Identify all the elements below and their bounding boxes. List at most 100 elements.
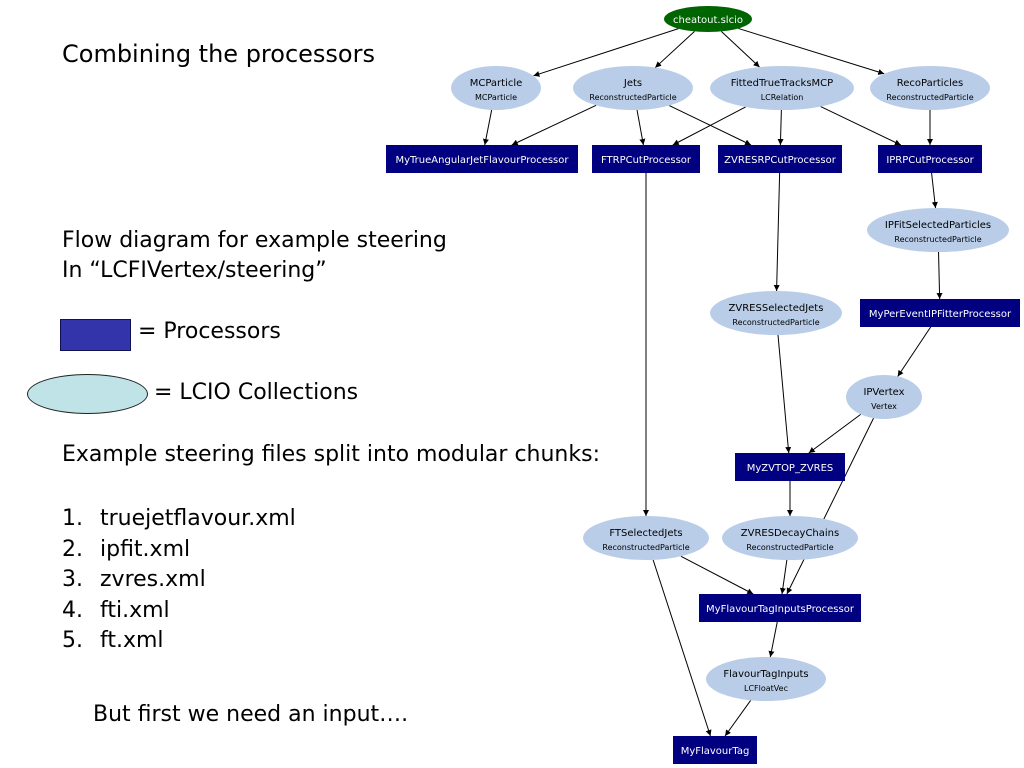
collection-type-label: LCRelation [761, 93, 804, 102]
list-number: 3. [62, 567, 83, 593]
processor-label: FTRPCutProcessor [601, 155, 692, 166]
collection-ellipse [583, 516, 709, 560]
node-myflavourinputs: MyFlavourTagInputsProcessor [699, 594, 861, 622]
collection-ellipse [706, 657, 826, 701]
edge-fittedtrue-to-iprpcut [820, 106, 902, 146]
node-cheatout: cheatout.slcio [664, 6, 752, 32]
collection-label: MCParticle [470, 78, 523, 89]
legend-processor-swatch [60, 319, 131, 351]
collection-label: FlavourTagInputs [723, 669, 808, 680]
processor-label: ZVRESRPCutProcessor [724, 155, 837, 166]
collection-label: FittedTrueTracksMCP [731, 78, 833, 89]
collection-type-label: LCFloatVec [744, 684, 788, 693]
collection-label: cheatout.slcio [673, 15, 743, 26]
processor-box [386, 145, 578, 173]
edge-myperevent-to-ipvertex [897, 326, 932, 377]
node-mytrueangular: MyTrueAngularJetFlavourProcessor [386, 145, 578, 173]
list-file: truejetflavour.xml [100, 506, 296, 531]
footer-note: But first we need an input…. [93, 702, 409, 727]
edge-ipvertex-to-myzvtop [808, 413, 861, 454]
node-myflavourtag: MyFlavourTag [673, 736, 757, 764]
processor-label: MyPerEventIPFitterProcessor [869, 309, 1012, 320]
list-item: 3. zvres.xml [62, 565, 296, 596]
list-item: 5.ft.xml [62, 626, 296, 657]
collection-type-label: ReconstructedParticle [886, 93, 973, 102]
edge-cheatout-to-fittedtrue [720, 31, 760, 68]
edge-cheatout-to-mcparticle [533, 28, 679, 77]
edge-zvresrpcut-to-zvresselectedjets [773, 172, 781, 292]
collection-ellipse [870, 66, 990, 110]
edge-jets-to-ftrpcut [636, 109, 646, 146]
collection-ellipse [573, 66, 693, 110]
input-file-ellipse [664, 6, 752, 32]
list-item: 4. fti.xml [62, 596, 296, 627]
list-number: 1. [62, 506, 83, 531]
collection-ellipse [451, 66, 541, 110]
list-file: ipfit.xml [100, 536, 191, 562]
collection-label: ZVRESSelectedJets [729, 303, 824, 314]
list-file: zvres.xml [100, 567, 206, 593]
edge-ipvertex-to-myflavourinputs [786, 417, 875, 595]
node-ftrpcut: FTRPCutProcessor [592, 145, 700, 173]
edge-mcparticle-to-mytrueangular [482, 109, 493, 146]
edge-fittedtrue-to-ftrpcut [672, 106, 746, 146]
list-item: 2. ipfit.xml [62, 535, 296, 566]
edge-ftselectedjets-to-myflavourinputs [680, 555, 754, 595]
collection-ellipse [722, 516, 858, 560]
node-ipfitselected: IPFitSelectedParticlesReconstructedParti… [867, 208, 1009, 252]
description-line-2: In “LCFIVertex/steering” [62, 258, 327, 283]
chunks-list: 1. truejetflavour.xml 2. ipfit.xml 3. zvres… [62, 504, 296, 657]
collection-label: FTSelectedJets [609, 528, 682, 539]
processor-box [735, 453, 845, 481]
collection-ellipse [710, 291, 842, 335]
list-item: 1. truejetflavour.xml [62, 504, 296, 535]
node-myperevent: MyPerEventIPFitterProcessor [860, 299, 1020, 327]
processor-label: MyFlavourTagInputsProcessor [706, 604, 855, 615]
collection-type-label: ReconstructedParticle [602, 543, 689, 552]
nodes-layer: cheatout.slcioMCParticleMCParticleJetsRe… [386, 6, 1020, 764]
edge-myflavourinputs-to-flavourtaginputs [768, 621, 778, 658]
edges-layer [482, 27, 943, 737]
processor-box [699, 594, 861, 622]
legend-processors-label: = Processors [138, 319, 281, 344]
collection-type-label: Vertex [871, 402, 897, 411]
processor-box [878, 145, 982, 173]
node-iprpcut: IPRPCutProcessor [878, 145, 982, 173]
chunks-heading: Example steering files split into modula… [62, 442, 600, 467]
edge-ipfitselected-to-myperevent [936, 251, 943, 300]
edge-fittedtrue-to-zvresrpcut [777, 109, 784, 146]
collection-ellipse [846, 375, 922, 419]
processor-label: IPRPCutProcessor [886, 155, 974, 166]
description-line-1: Flow diagram for example steering [62, 228, 447, 253]
processor-box [718, 145, 842, 173]
collection-type-label: ReconstructedParticle [746, 543, 833, 552]
node-myzvtop: MyZVTOP_ZVRES [735, 453, 845, 481]
edge-zvresselectedjets-to-myzvtop [777, 334, 792, 454]
collection-type-label: ReconstructedParticle [894, 235, 981, 244]
list-number: 2. [62, 536, 83, 562]
slide-title: Combining the processors [62, 40, 375, 68]
node-zvresrpcut: ZVRESRPCutProcessor [718, 145, 842, 173]
list-file: fti.xml [100, 597, 170, 623]
processor-label: MyZVTOP_ZVRES [747, 463, 834, 474]
collection-label: IPVertex [863, 387, 904, 398]
edge-ftselectedjets-to-myflavourtag [652, 559, 712, 737]
collection-label: RecoParticles [897, 78, 963, 89]
legend-collection-swatch [27, 374, 148, 414]
processor-box [860, 299, 1020, 327]
node-fittedtrue: FittedTrueTracksMCP LCRelation [710, 66, 854, 110]
collection-ellipse [867, 208, 1009, 252]
legend-collections-label: = LCIO Collections [154, 380, 359, 405]
processor-label: MyTrueAngularJetFlavourProcessor [396, 155, 570, 166]
collection-label: Jets [623, 78, 642, 89]
edge-iprpcut-to-ipfitselected [931, 172, 938, 209]
collection-type-label: ReconstructedParticle [589, 93, 676, 102]
list-number: 5. [62, 628, 83, 654]
list-number: 4. [62, 597, 83, 623]
